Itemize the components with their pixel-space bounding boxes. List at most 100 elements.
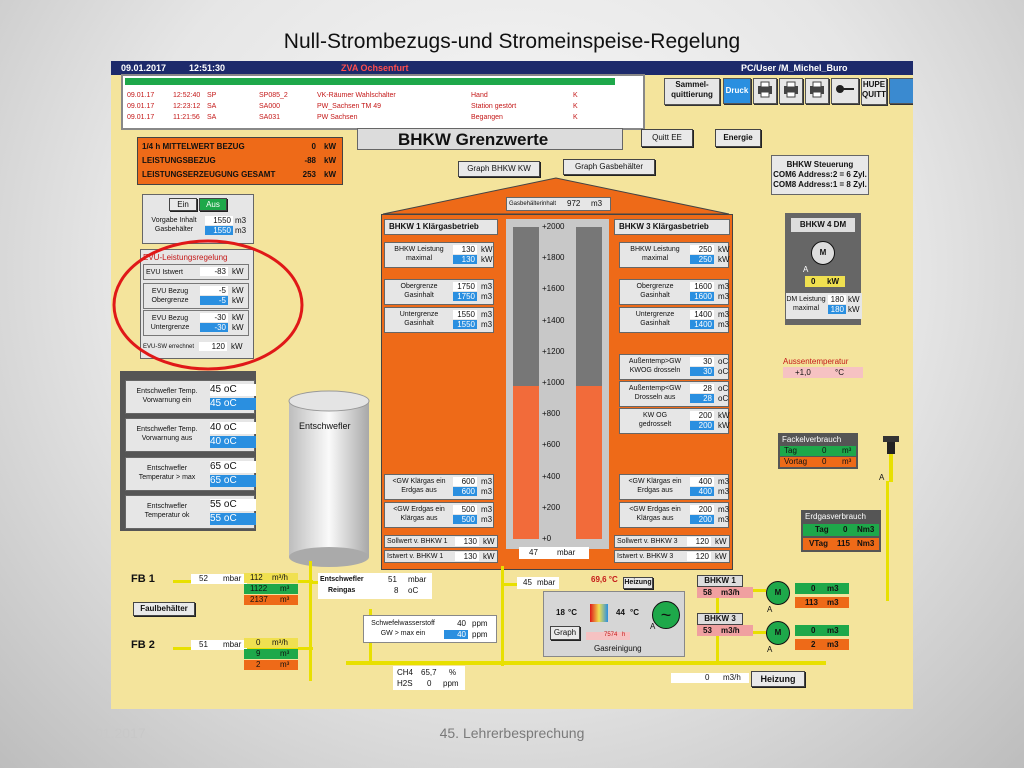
- bhkw1-param-unit-2: m3: [481, 292, 493, 301]
- sammel-quittierung-button[interactable]: Sammel- quittierung: [664, 78, 720, 105]
- fb2-flow-row: 0 m³/h: [244, 638, 298, 648]
- bhkw1-param-value-2: 500: [453, 515, 477, 524]
- entschwefler-param-value: 55 oC: [210, 499, 256, 511]
- fb1-mbar-unit: mbar: [223, 574, 242, 583]
- bhkw1-ist-row: Istwert v. BHKW 1 130 kW: [384, 550, 498, 563]
- druck-button[interactable]: Druck: [723, 78, 751, 104]
- gasreinigung-t2-unit: °C: [630, 608, 639, 617]
- bhkw1-param-unit: m3: [481, 310, 493, 319]
- footer-text: 45. Lehrerbesprechung: [439, 725, 585, 741]
- reingas-temp: 8: [394, 586, 399, 595]
- evu-obergrenze-value-2: -5: [200, 296, 228, 305]
- bhkw1-param-unit-2: m3: [481, 320, 493, 329]
- bhkw4-dm-value: 180: [828, 295, 846, 304]
- bhkw3-param-unit-2: m3: [718, 515, 730, 524]
- alarm-code: SP085_2: [259, 92, 288, 99]
- graph-gasbehaelter-button[interactable]: Graph Gasbehälter: [563, 159, 655, 175]
- fb2-tag-value: 9: [256, 649, 261, 658]
- counter-value: 7574: [604, 632, 618, 638]
- alarm-text: VK-Räumer Wahlschalter: [317, 92, 396, 99]
- printer-icon[interactable]: [805, 78, 829, 104]
- printer-icon[interactable]: [779, 78, 803, 104]
- aussentemperatur-box: +1,0 °C: [783, 367, 863, 378]
- alarm-time: 12:23:12: [173, 103, 201, 110]
- erdgas-vtag-unit: Nm3: [857, 539, 875, 548]
- bhkw3-vortag-value: 2: [811, 640, 816, 649]
- bhkw3-param-unit: oC: [718, 357, 729, 366]
- quitt-ee-button[interactable]: Quitt EE: [641, 129, 693, 147]
- fb1-vortag-value: 2137: [250, 595, 268, 604]
- erdgas-tag-row: Tag 0 Nm3: [803, 524, 879, 536]
- key-icon[interactable]: [831, 78, 859, 104]
- mbar-readout: 47 mbar: [519, 547, 589, 559]
- bhkw1-param-value-2: 1550: [453, 320, 477, 329]
- bhkw1-param-unit-2: kW: [481, 255, 493, 264]
- vorgabe-value: 1550: [205, 216, 233, 225]
- bhkw1-ist-unit: kW: [483, 552, 495, 561]
- graph-button[interactable]: Graph: [550, 626, 580, 640]
- fb2-tag-row: 9 m³: [244, 649, 298, 659]
- bhkw3-param-unit-2: oC: [718, 394, 729, 403]
- pipe: [346, 661, 826, 665]
- graph-bhkw-button[interactable]: Graph BHKW KW: [458, 161, 540, 177]
- heizung-small-button[interactable]: Heizung: [623, 577, 653, 589]
- steuerung-label-3: COM8 Address:1 = 8 Zyl.: [773, 180, 867, 189]
- scale-tick-label: +2000: [542, 222, 565, 231]
- gauge-bar-right: [576, 227, 602, 539]
- schwefel-value: 40: [444, 619, 468, 628]
- heizung-button[interactable]: Heizung: [751, 671, 805, 687]
- ein-button[interactable]: Ein: [169, 198, 197, 211]
- entschwefler-param-label: Entschwefler Temp.Vorwarnung aus: [136, 426, 198, 442]
- alarm-type: SP: [207, 92, 217, 99]
- erdgas-tag-value: 0: [843, 525, 848, 534]
- fackel-vortag-value: 0: [822, 457, 827, 466]
- bhkw1-title-text: BHKW 1 Klärgasbetrieb: [389, 222, 479, 231]
- evu-untergrenze-value-2: -30: [200, 323, 228, 332]
- alarm-k: K: [573, 114, 578, 121]
- bhkw3-param-value-2: 30: [690, 367, 714, 376]
- bhkw3-vortag-row: 2 m3: [795, 639, 849, 650]
- bhkw3-param-unit: kW: [718, 245, 730, 254]
- aus-button[interactable]: Aus: [199, 198, 227, 211]
- alarm-code: SA031: [259, 114, 281, 121]
- alarm-header: [125, 78, 615, 85]
- bhkw3-flow-a: A: [767, 645, 773, 654]
- reingas-label-2: Reingas: [328, 587, 356, 594]
- evu-untergrenze-unit-2: kW: [232, 323, 244, 332]
- bhkw4-value: 0: [811, 277, 816, 286]
- erdgas-title: Erdgasverbrauch: [805, 512, 866, 521]
- bhkw1-param-value-2: 1750: [453, 292, 477, 301]
- bhkw1-param-unit-2: m3: [481, 515, 493, 524]
- fb2-label: FB 2: [131, 639, 155, 651]
- bhkw1-vortag-unit: m3: [827, 598, 839, 607]
- bhkw3-tag-row: 0 m3: [795, 625, 849, 636]
- mittelwert-value: 0: [311, 142, 316, 151]
- bhkw1-param-value: 600: [453, 477, 477, 486]
- gauge-bar-left: [513, 227, 539, 539]
- bhkw3-ist-value: 120: [687, 552, 711, 561]
- printer-icon[interactable]: [753, 78, 777, 104]
- fb1-flow-row: 112 m³/h: [244, 573, 298, 583]
- entschwefler-param-value-2: 65 oC: [210, 475, 256, 487]
- energie-button[interactable]: Energie: [715, 129, 761, 147]
- fb1-flow-value: 112: [250, 573, 263, 582]
- alarm-k: K: [573, 103, 578, 110]
- faulbehaelter-button[interactable]: Faulbehälter: [133, 602, 195, 616]
- hupe-quitt-button[interactable]: HUPE QUITT: [861, 78, 887, 105]
- bhkw1-param-value: 1750: [453, 282, 477, 291]
- alarm-time: 12:52:40: [173, 92, 201, 99]
